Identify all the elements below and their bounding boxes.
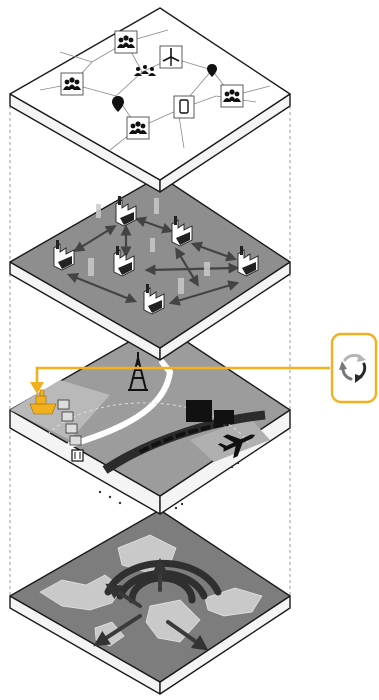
people-icon [115, 31, 137, 53]
network-surface [10, 8, 290, 180]
people-icon [61, 73, 83, 95]
buildings-layer [10, 176, 290, 360]
phone-icon [174, 96, 194, 118]
geography-layer [10, 510, 290, 694]
people-icon [127, 117, 149, 139]
people-icon [221, 85, 243, 107]
recycle-arrows-icon [332, 334, 376, 402]
wind-turbine-icon [160, 46, 182, 68]
social-network-layer [10, 8, 290, 192]
